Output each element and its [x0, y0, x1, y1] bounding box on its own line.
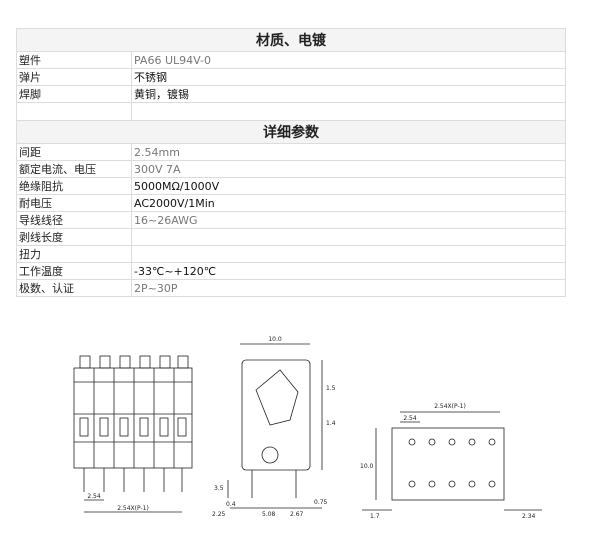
- footprint-pitch-label: 2.54: [403, 415, 417, 422]
- row-label: 间距: [16, 143, 132, 161]
- blank-row: [16, 102, 566, 121]
- side-width-label: 10.0: [268, 336, 282, 343]
- side-h1-label: 1.5: [326, 385, 336, 392]
- row-label: 额定电流、电压: [16, 160, 132, 178]
- row-value: 5000MΩ/1000V: [131, 177, 566, 195]
- row-label: 绝缘阻抗: [16, 177, 132, 195]
- table-row: 弹片不锈钢: [16, 68, 566, 86]
- row-label: 极数、认证: [16, 279, 132, 297]
- row-label: 塑件: [16, 51, 132, 69]
- row-value: 2P~30P: [131, 279, 566, 297]
- table-row: 剥线长度: [16, 228, 566, 246]
- row-label: 剥线长度: [16, 228, 132, 246]
- side-d5-label: 0.75: [314, 499, 328, 506]
- side-view-drawing: 10.0 1.5 1.4 3.5 0.4 2.25 5.08 2.67 0.75: [212, 336, 336, 518]
- row-label: 焊脚: [16, 85, 132, 103]
- table-row: 焊脚黄铜，镀锡: [16, 85, 566, 103]
- row-label: 扭力: [16, 245, 132, 263]
- side-h2-label: 1.4: [326, 420, 336, 427]
- row-value: [131, 228, 566, 246]
- row-value: AC2000V/1Min: [131, 194, 566, 212]
- row-value: [131, 245, 566, 263]
- side-d1-label: 0.4: [226, 501, 236, 508]
- row-value: -33℃~+120℃: [131, 262, 566, 280]
- footprint-drawing: 2.54X(P-1) 2.54 10.0 1.7 2.34: [360, 403, 542, 520]
- row-label: 导线线径: [16, 211, 132, 229]
- row-label: 耐电压: [16, 194, 132, 212]
- front-pitch-label: 2.54: [87, 493, 101, 500]
- row-value: 2.54mm: [131, 143, 566, 161]
- row-value: PA66 UL94V-0: [131, 51, 566, 69]
- table-row: 工作温度-33℃~+120℃: [16, 262, 566, 280]
- specs-title: 详细参数: [16, 120, 566, 144]
- front-length-label: 2.54X(P-1): [117, 505, 149, 512]
- row-value: 黄铜，镀锡: [131, 85, 566, 103]
- materials-title: 材质、电镀: [16, 28, 566, 52]
- footprint-height-label: 10.0: [360, 463, 374, 470]
- row-label: 弹片: [16, 68, 132, 86]
- side-d2-label: 2.25: [212, 511, 226, 518]
- row-label: 工作温度: [16, 262, 132, 280]
- table-row: 扭力: [16, 245, 566, 263]
- side-lead-label: 3.5: [214, 485, 224, 492]
- row-value: 16~26AWG: [131, 211, 566, 229]
- row-value: 不锈钢: [131, 68, 566, 86]
- footprint-x2-label: 2.34: [522, 513, 536, 520]
- side-d3-label: 5.08: [262, 511, 276, 518]
- side-d4-label: 2.67: [290, 511, 304, 518]
- row-value: 300V 7A: [131, 160, 566, 178]
- footprint-row-label: 2.54X(P-1): [434, 403, 466, 410]
- front-view-drawing: 2.54 2.54X(P-1): [73, 355, 193, 513]
- footprint-x1-label: 1.7: [370, 513, 380, 520]
